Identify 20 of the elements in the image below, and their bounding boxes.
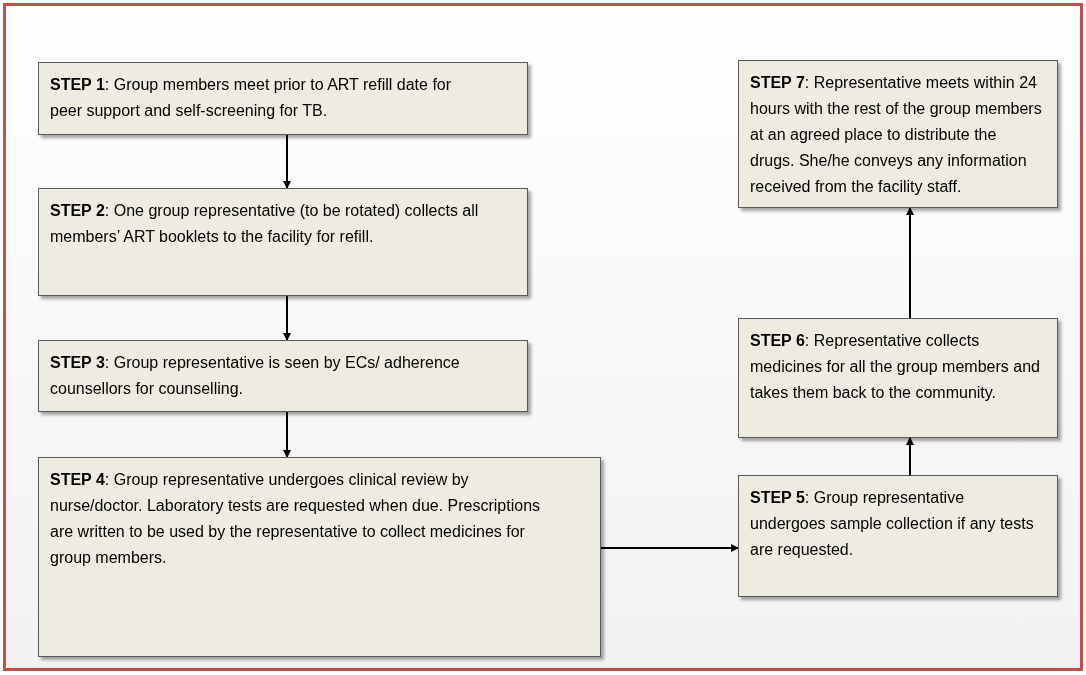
arrow [600,544,739,552]
step-text: STEP 4: Group representative undergoes clinical review by nurse/doctor. Laboratory tests are requested when due. Prescriptions are written to be used by the representative to collect medicines for group members. [50,470,542,568]
arrow [283,134,291,189]
step-text: STEP 1: Group members meet prior to ART refill date for peer support and self-screening for TB. [50,75,453,121]
step-text: STEP 3: Group representative is seen by ECs/ adherence counsellors for counselling. [50,353,461,399]
arrow [906,437,914,476]
step-text: STEP 5: Group representative undergoes sample collection if any tests are requested. [750,488,1035,560]
arrow [283,295,291,341]
step-text: STEP 7: Representative meets within 24 hours with the rest of the group members at an agreed place to distribute the drugs. She/he conveys any information received from the facility staff. [750,73,1043,197]
process-box [738,475,1058,597]
arrow [283,411,291,458]
arrow [906,207,914,319]
process-box [738,60,1058,208]
process-box [38,188,528,296]
process-box [38,340,528,412]
step-text: STEP 6: Representative collects medicines for all the group members and takes them back to the community. [750,331,1041,403]
step-text: STEP 2: One group representative (to be rotated) collects all members’ ART booklets to the facility for refill. [50,201,480,247]
process-box [38,62,528,135]
process-box [38,457,601,657]
process-box [738,318,1058,438]
